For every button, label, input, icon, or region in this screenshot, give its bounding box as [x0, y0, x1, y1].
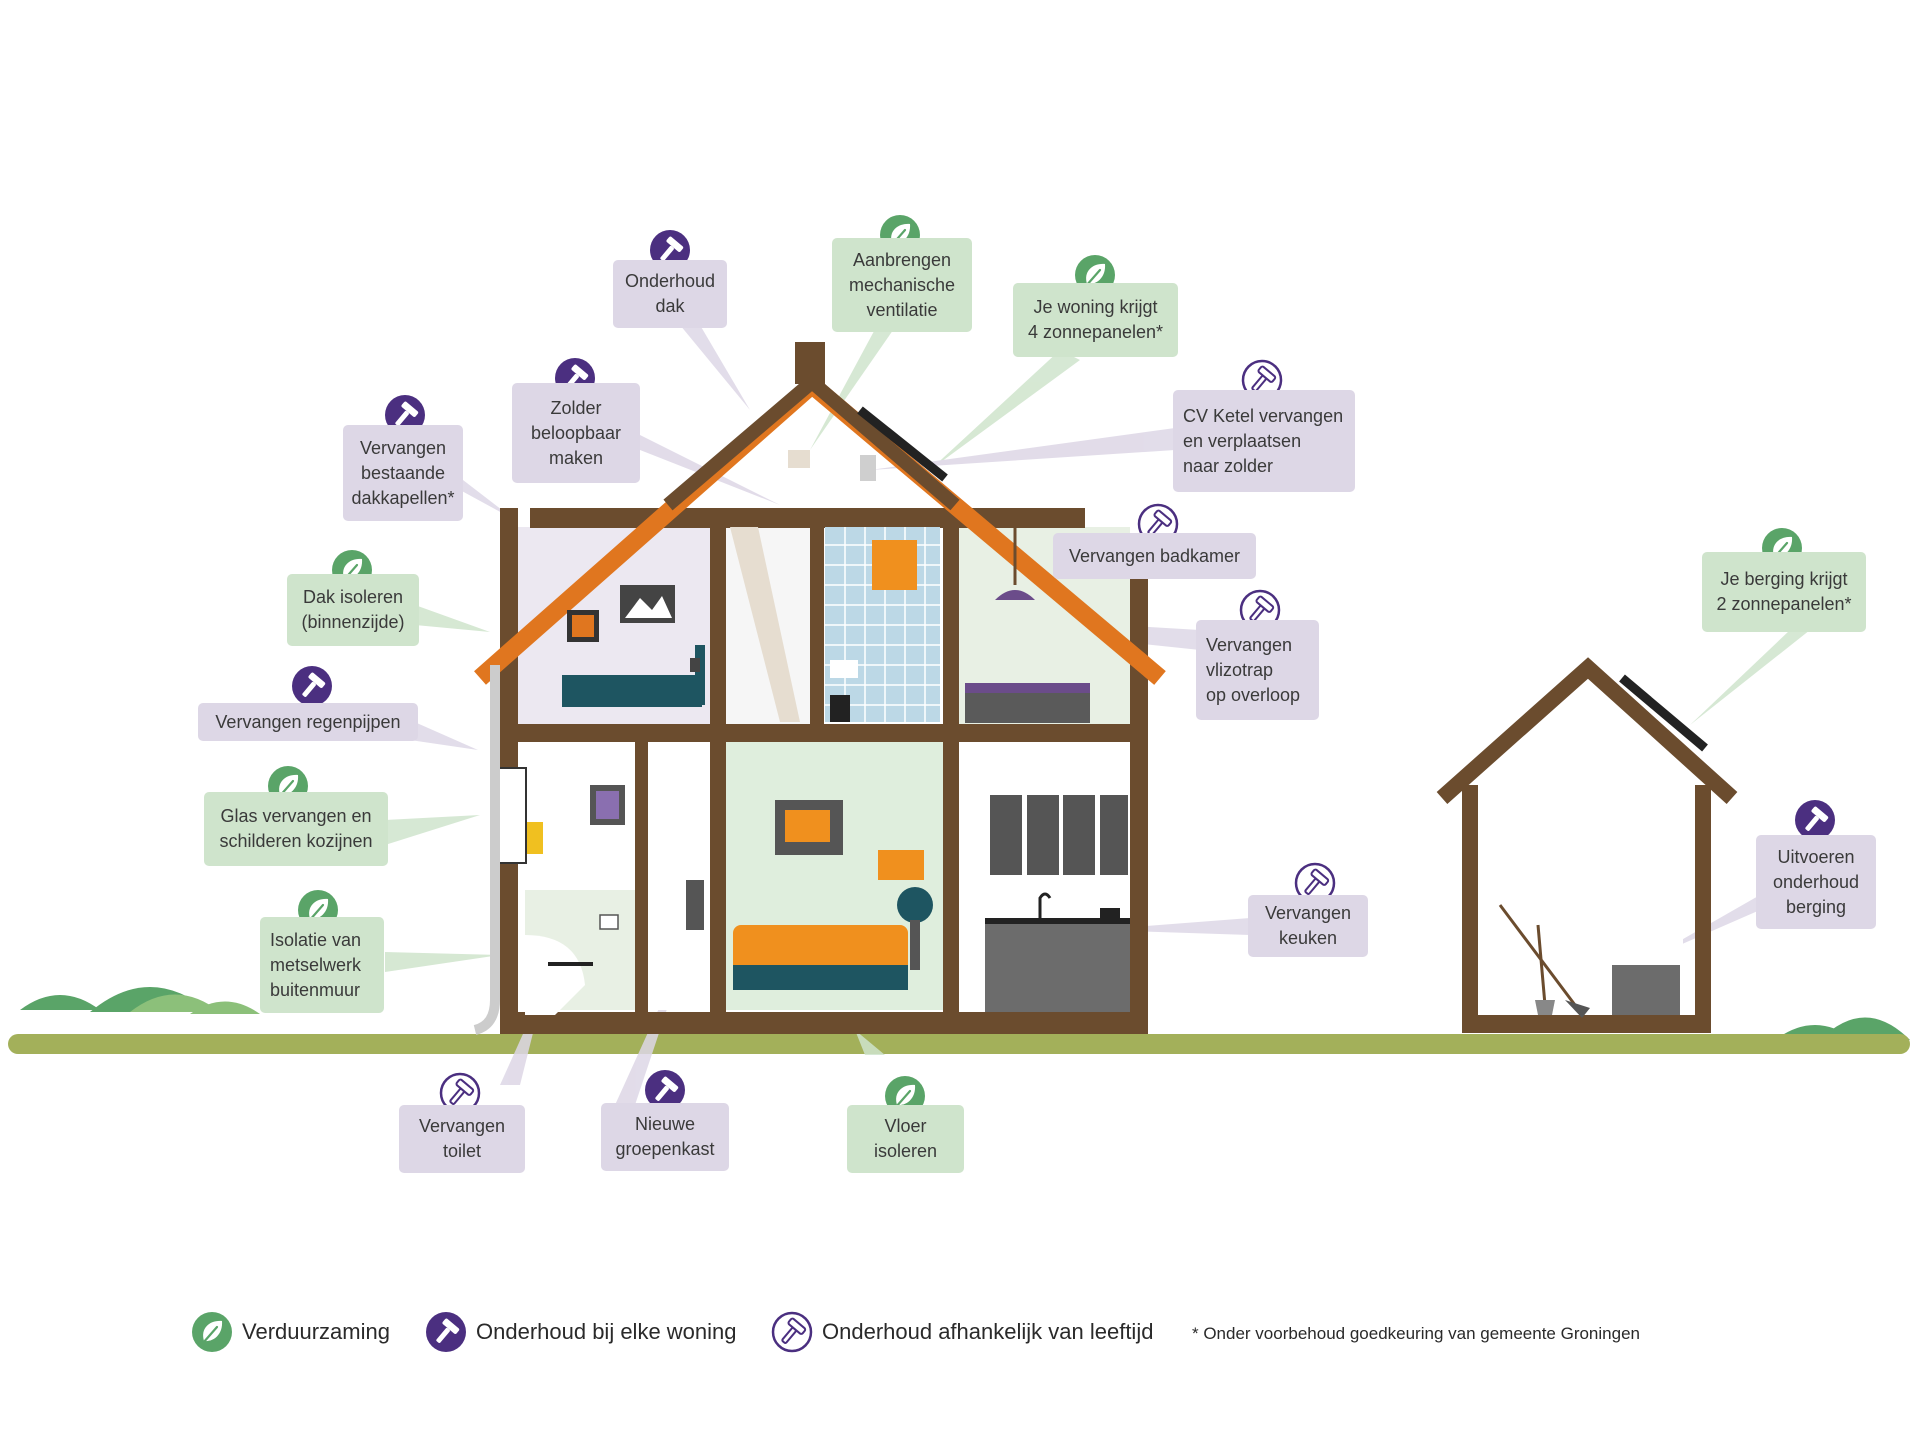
- label-metselwerk: Isolatie van metselwerk buitenmuur: [260, 917, 384, 1013]
- hammer-icon: [292, 666, 332, 706]
- ground: [8, 987, 1910, 1054]
- legend-note: * Onder voorbehoud goedkeuring van gemee…: [1192, 1324, 1640, 1343]
- label-dakkapellen: Vervangen bestaande dakkapellen*: [343, 425, 463, 521]
- cv-boiler: [860, 455, 876, 481]
- label-glas: Glas vervangen en schilderen kozijnen: [204, 792, 388, 866]
- label-toilet: Vervangen toilet: [399, 1105, 525, 1173]
- label-ventilatie: Aanbrengen mechanische ventilatie: [832, 238, 972, 332]
- label-zonnepanelen-berging: Je berging krijgt 2 zonnepanelen*: [1702, 552, 1866, 632]
- ceiling-lamp: [995, 590, 1035, 600]
- window: [495, 767, 527, 864]
- legend-onderhoud-elke-label: Onderhoud bij elke woning: [476, 1319, 737, 1344]
- label-dak-isoleren: Dak isoleren (binnenzijde): [287, 574, 419, 646]
- label-badkamer: Vervangen badkamer: [1053, 533, 1256, 579]
- label-zonnepanelen-woning: Je woning krijgt 4 zonnepanelen*: [1013, 283, 1178, 357]
- kitchen-cabinets: [990, 795, 1128, 875]
- ventilation-unit: [788, 450, 810, 468]
- label-vlizotrap: Vervangen vlizotrap op overloop: [1196, 620, 1319, 720]
- hammer-icon: [1795, 800, 1835, 840]
- fuse-box: [686, 880, 704, 930]
- leaf-icon: [190, 1310, 234, 1354]
- label-vloer: Vloer isoleren: [847, 1105, 964, 1173]
- bathroom-mirror: [872, 540, 917, 590]
- legend: Verduurzaming Onderhoud bij elke woning …: [0, 1310, 1920, 1360]
- solar-panel-shed: [1619, 674, 1708, 752]
- shed: [1436, 657, 1738, 1033]
- main-house: [473, 342, 1166, 1035]
- solar-panel-house: [857, 406, 948, 482]
- legend-onderhoud-leeftijd: Onderhoud afhankelijk van leeftijd: [770, 1310, 1153, 1354]
- label-regenpijpen: Vervangen regenpijpen: [198, 703, 418, 741]
- kitchen-counter: [985, 920, 1130, 1012]
- attic-stair: [730, 527, 800, 722]
- bed: [562, 675, 702, 707]
- label-zolder: Zolder beloopbaar maken: [512, 383, 640, 483]
- label-onderhoud-berging: Uitvoeren onderhoud berging: [1756, 835, 1876, 929]
- legend-verduurzaming-label: Verduurzaming: [242, 1319, 390, 1344]
- label-groepenkast: Nieuwe groepenkast: [601, 1103, 729, 1171]
- toilet: [525, 935, 585, 1015]
- legend-onderhoud-leeftijd-label: Onderhoud afhankelijk van leeftijd: [822, 1319, 1154, 1344]
- hammer-outline-icon: [771, 1311, 813, 1353]
- legend-verduurzaming: Verduurzaming: [190, 1310, 390, 1354]
- label-onderhoud-dak: Onderhoud dak: [613, 260, 727, 328]
- drainpipe: [473, 665, 500, 1035]
- storage-box: [1612, 965, 1680, 1015]
- label-keuken: Vervangen keuken: [1248, 895, 1368, 957]
- legend-onderhoud-elke: Onderhoud bij elke woning: [424, 1310, 737, 1354]
- label-cv-ketel: CV Ketel vervangen en verplaatsen naar z…: [1173, 390, 1355, 492]
- hammer-icon: [426, 1312, 466, 1352]
